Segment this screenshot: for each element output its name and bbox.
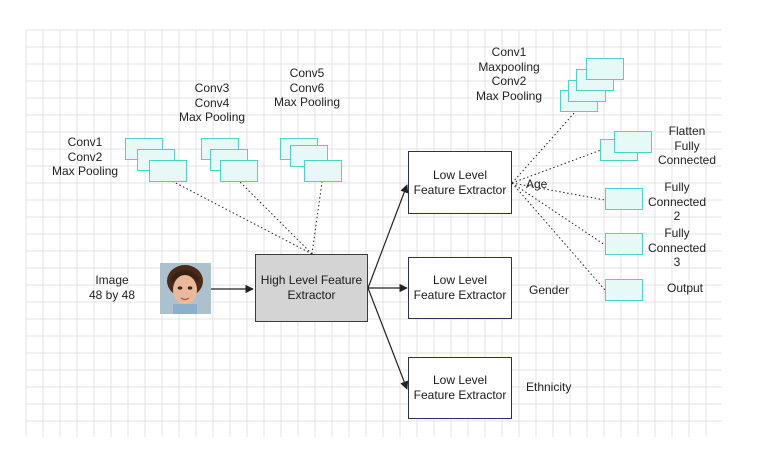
age-layer-line: Fully (674, 138, 700, 153)
age-layer-line: 3 (673, 255, 681, 269)
low-level-feature-extractor-ethnicity: Low Level Feature Extractor (408, 357, 512, 419)
stage-line: Conv4 (194, 95, 230, 110)
age-layer-line: Connected (647, 194, 707, 209)
age-layer-label-fc2: Fully Connected 2 (644, 180, 710, 224)
stage-line: Conv1 (67, 135, 103, 149)
layer-card (304, 160, 342, 182)
stage-connector (311, 181, 323, 255)
hfe-stage-label-1: Conv1 Conv2 Max Pooling (52, 135, 118, 179)
hfe-stage-label-2: Conv3 Conv4 Max Pooling (179, 81, 245, 125)
input-label-line: Image (95, 273, 129, 287)
layer-card (614, 131, 652, 153)
output-label-ethnicity: Ethnicity (526, 380, 571, 395)
lfe-line: Feature Extractor (413, 388, 507, 402)
age-connector (511, 110, 577, 184)
age-layer-line: 2 (673, 209, 681, 223)
lfe-line: Low Level (432, 373, 488, 387)
input-face-image (160, 263, 211, 314)
stage-line: Conv2 (67, 149, 103, 164)
age-layer-line: Max Pooling (475, 88, 543, 103)
age-layer-line: Conv2 (491, 74, 527, 88)
age-layer-line: Flatten (668, 124, 706, 138)
stage-line: Max Pooling (179, 110, 246, 124)
output-label-text: Ethnicity (526, 380, 572, 394)
stage-connector (171, 180, 313, 255)
age-layer-line: Fully (664, 226, 690, 240)
hfe-to-ethnicity-arrow (367, 287, 409, 390)
age-connector (511, 182, 606, 246)
stage-line: Conv6 (289, 80, 325, 95)
age-layer-line: Fully (664, 180, 690, 194)
hfe-to-age-arrow (367, 184, 409, 289)
age-layer-line: Connected (657, 153, 717, 167)
age-layer-label-conv: Conv1 Maxpooling Conv2 Max Pooling (474, 45, 544, 103)
hfe-line: Extractor (287, 288, 336, 302)
age-layer-label-flatten: Flatten Fully Connected (654, 124, 720, 168)
age-layer-line: Output (666, 281, 704, 295)
age-connector (511, 182, 606, 291)
age-layer-line: Connected (647, 240, 707, 255)
stage-line: Conv5 (289, 66, 325, 80)
layer-card (605, 279, 643, 301)
age-layer-line: Maxpooling (478, 59, 540, 74)
stage-connector (239, 181, 313, 255)
lfe-line: Low Level (432, 167, 488, 182)
age-layer-label-fc3: Fully Connected 3 (644, 226, 710, 270)
layer-card (149, 160, 187, 182)
output-label-text: Age (526, 177, 548, 191)
stage-line: Max Pooling (52, 164, 119, 178)
hfe-line: High Level Feature (260, 273, 363, 287)
stage-line: Conv3 (194, 81, 230, 95)
output-label-age: Age (526, 177, 547, 192)
layer-card (586, 58, 624, 80)
lfe-line: Low Level (432, 273, 488, 287)
stage-line: Max Pooling (274, 95, 341, 109)
input-label-line: 48 by 48 (88, 287, 136, 302)
low-level-feature-extractor-age: Low Level Feature Extractor (408, 151, 512, 214)
lfe-line: Feature Extractor (413, 182, 507, 197)
lfe-line: Feature Extractor (413, 288, 507, 302)
low-level-feature-extractor-gender: Low Level Feature Extractor (408, 257, 512, 319)
age-layer-line: Conv1 (491, 45, 527, 59)
output-label-gender: Gender (529, 283, 569, 298)
age-layer-label-output: Output (657, 281, 713, 296)
output-label-text: Gender (529, 283, 570, 297)
layer-card (220, 160, 258, 182)
layer-card (605, 233, 643, 255)
high-level-feature-extractor: High Level Feature Extractor (255, 254, 368, 322)
input-label: Image 48 by 48 (82, 273, 142, 302)
layer-card (605, 188, 643, 210)
hfe-stage-label-3: Conv5 Conv6 Max Pooling (274, 66, 340, 110)
